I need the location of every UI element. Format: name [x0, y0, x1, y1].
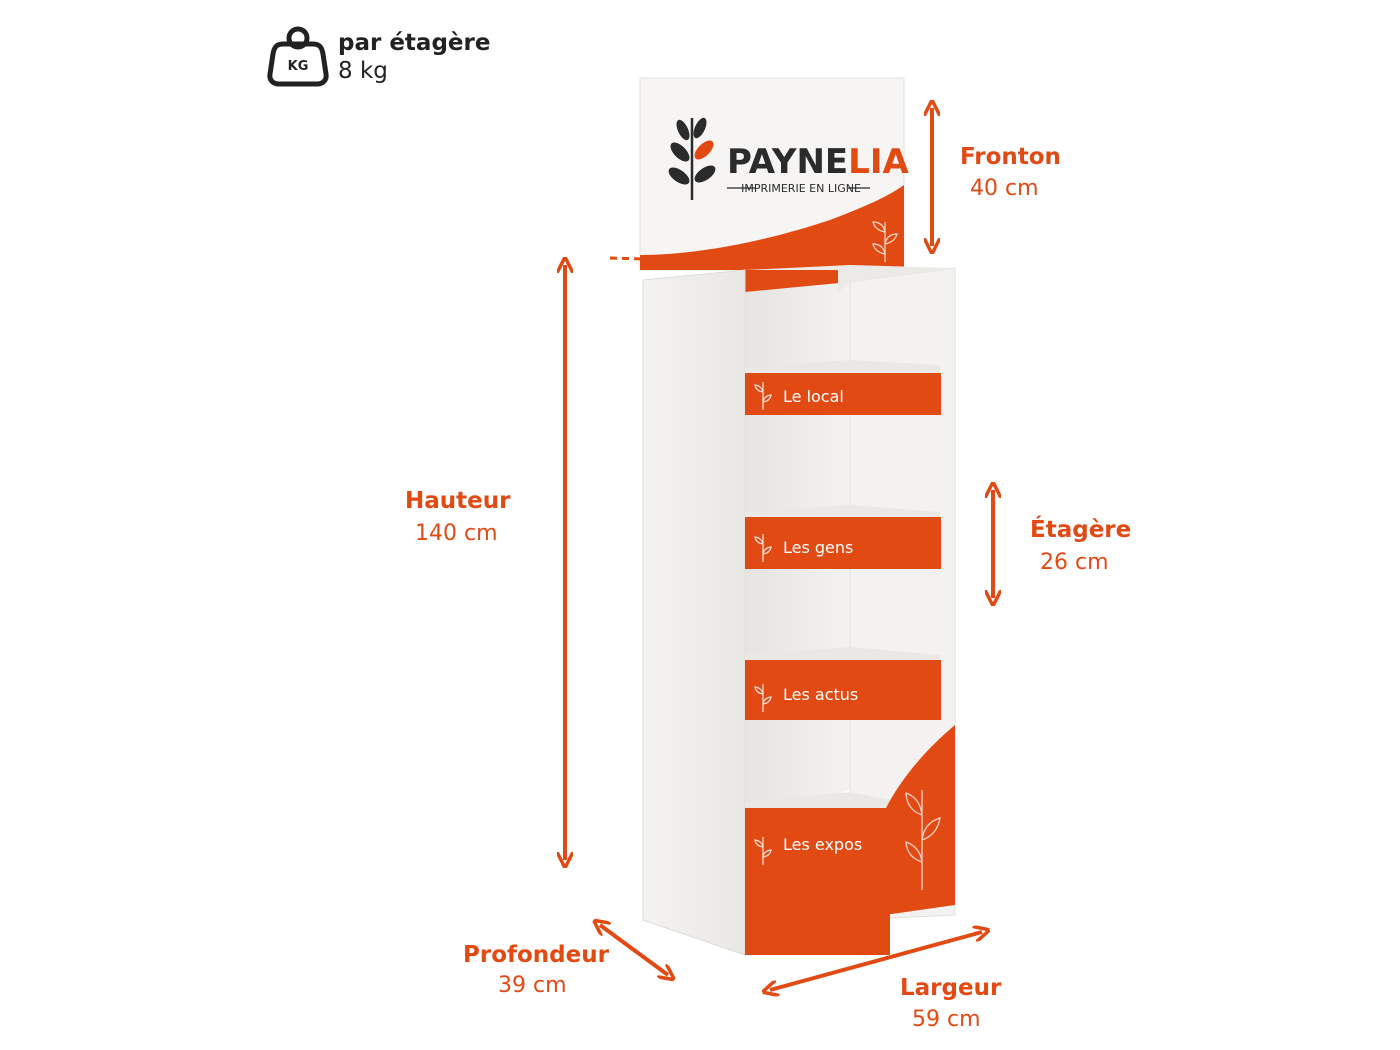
profondeur-label: Profondeur: [463, 942, 609, 968]
fronton-base-dotted-line: [609, 256, 746, 264]
kg-icon-text: KG: [288, 59, 309, 74]
shelf-leaf-icon: [754, 684, 772, 712]
shelf-2-label: Les gens: [783, 538, 853, 557]
kg-weight-icon: KG: [267, 26, 329, 87]
fronton-label: Fronton: [960, 144, 1061, 170]
large-leaf-decoration-icon: [905, 790, 941, 890]
hauteur-value: 140 cm: [415, 521, 498, 546]
fronton-value: 40 cm: [970, 176, 1039, 201]
shelf-2: [745, 505, 941, 569]
shelf-1-label: Le local: [783, 387, 844, 406]
shelf-leaf-icon: [754, 534, 772, 562]
brand-name: PAYNELIA: [727, 142, 909, 182]
etagere-value: 26 cm: [1040, 550, 1109, 575]
etagere-label: Étagère: [1030, 517, 1132, 543]
shelf-4: [745, 792, 890, 878]
shelf-3: [745, 647, 941, 720]
profondeur-value: 39 cm: [498, 973, 567, 998]
profondeur-dimension-arrow: [600, 925, 668, 975]
weight-value: 8 kg: [338, 58, 388, 84]
shelf-4-label: Les expos: [783, 835, 862, 854]
stand-base: [745, 875, 890, 955]
hauteur-label: Hauteur: [405, 488, 511, 514]
shelf-3-label: Les actus: [783, 685, 858, 704]
leaf-decoration-icon: [872, 221, 898, 262]
plant-logo-icon: [668, 117, 716, 200]
shelf-1: [745, 360, 941, 415]
brand-tagline: IMPRIMERIE EN LIGNE: [741, 182, 861, 195]
weight-label: par étagère: [338, 30, 491, 56]
shelf-leaf-icon: [754, 837, 772, 865]
side-decoration: [885, 725, 955, 915]
shelf-leaf-icon: [754, 382, 772, 410]
largeur-value: 59 cm: [912, 1007, 981, 1032]
largeur-label: Largeur: [900, 975, 1002, 1001]
largeur-dimension-arrow: [770, 932, 982, 990]
